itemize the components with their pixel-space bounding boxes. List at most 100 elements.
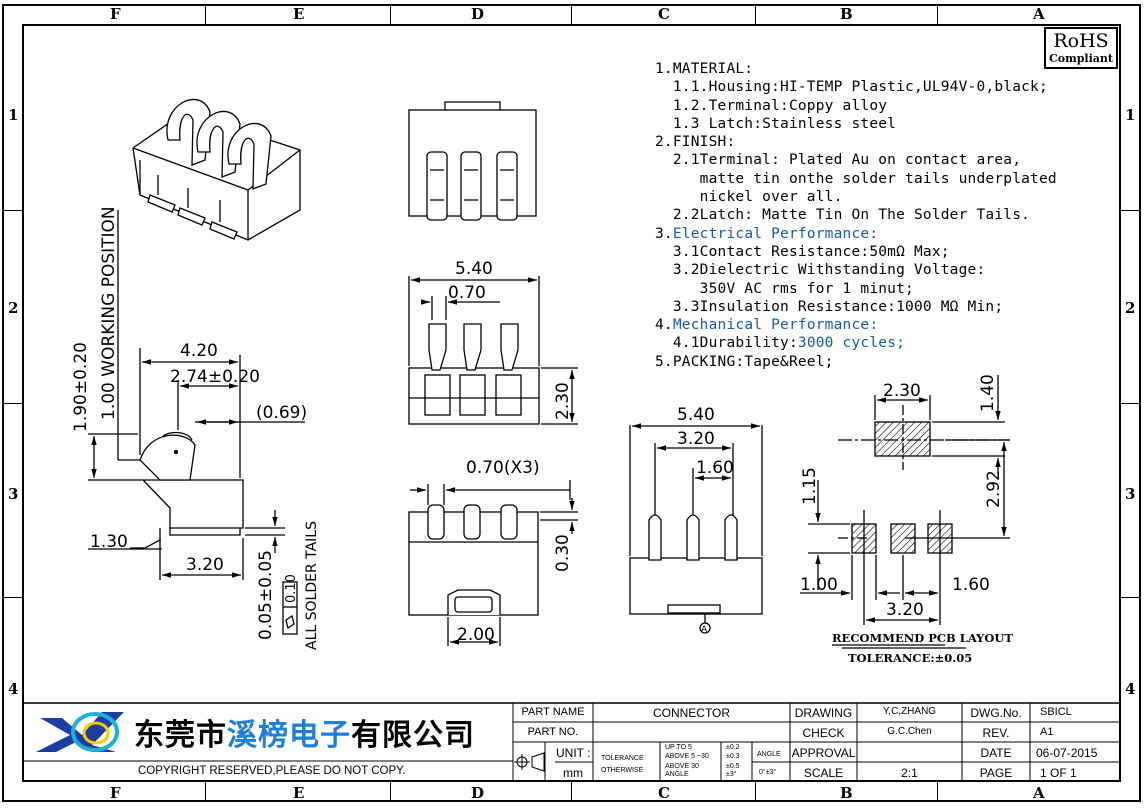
part-no-label: PART NO. [527, 726, 579, 738]
rohs-badge: RoHS Compliant [1044, 27, 1118, 69]
zone-tick [2, 210, 22, 211]
dim-front-160: 1.60 [696, 458, 734, 478]
zone-left-2: 2 [8, 299, 19, 317]
zone-bottom-c: C [658, 784, 670, 802]
zone-right-1: 1 [1125, 106, 1136, 124]
tol-row-value: ±0.2 [726, 744, 740, 751]
dim-side-420: 4.20 [180, 341, 218, 361]
zone-top-a: A [1033, 5, 1045, 23]
note-line: 3.3Insulation Resistance:1000 MΩ Min; [655, 298, 1004, 315]
part-name-label: PART NAME [521, 706, 585, 718]
note-line: 3.Electrical Performance: [655, 225, 1057, 243]
note-num: 3. [655, 225, 673, 242]
note-line: 1.1.Housing:HI-TEMP Plastic,UL94V-0,blac… [655, 79, 1048, 96]
note-line: 2.1Terminal: Plated Au on contact area, [655, 152, 1022, 169]
company-name: 东莞市溪榜电子有限公司 [134, 710, 475, 754]
dim-side-069: (0.69) [256, 403, 307, 423]
dim-pcb-100: 1.00 [800, 575, 838, 595]
note-line: 2.FINISH: [655, 134, 736, 151]
rohs-subtitle: Compliant [1049, 52, 1113, 65]
dim-mid-540: 5.40 [455, 259, 493, 279]
rohs-title: RoHS [1053, 30, 1109, 52]
company-logo [36, 712, 124, 752]
note-line: 4.Mechanical Performance: [655, 316, 1057, 334]
zone-right-2: 2 [1125, 299, 1136, 317]
date-label: DATE [980, 746, 1012, 760]
end-view [408, 480, 578, 646]
zone-top-e: E [293, 5, 305, 23]
tol-row-value: ±3° [726, 771, 737, 778]
zone-tick [2, 403, 22, 404]
zone-left-3: 3 [8, 485, 19, 503]
dim-pcb-160: 1.60 [952, 575, 990, 595]
dim-pcb-320: 3.20 [886, 600, 924, 620]
note-value: 3000 cycles; [797, 335, 906, 352]
dim-bot-030: 0.30 [553, 534, 573, 572]
tol-row-label: ANGLE [665, 771, 689, 778]
zone-tick [937, 4, 938, 24]
note-text: 4.1Durability: [655, 335, 798, 352]
dim-side-010: 0.10 [284, 574, 299, 603]
dim-side-working: 1.00 WORKING POSITION [99, 206, 119, 420]
date-value: 06-07-2015 [1036, 746, 1098, 760]
dim-front-320: 3.20 [677, 429, 715, 449]
dim-pcb-292: 2.92 [984, 470, 1004, 508]
zone-tick [1121, 597, 1141, 598]
zone-right-4: 4 [1125, 680, 1136, 698]
tol-row-label: UP TO 5 [665, 744, 692, 751]
zone-tick [755, 4, 756, 24]
dwg-no-label: DWG.No. [970, 706, 1022, 720]
dim-side-005: 0.05±0.05 [256, 550, 276, 640]
part-name-value: CONNECTOR [652, 706, 731, 720]
tol-row-label: ABOVE 5 ~30 [665, 753, 709, 760]
note-heading: Electrical Performance: [672, 225, 879, 242]
company-name-part: 东莞市 [134, 718, 227, 753]
dim-bot-200: 2.00 [457, 625, 495, 645]
note-line: 5.PACKING:Tape&Reel; [655, 353, 834, 370]
zone-tick [390, 4, 391, 24]
dim-pcb-230: 2.30 [883, 381, 921, 401]
dim-mid-230: 2.30 [553, 382, 573, 420]
zone-tick [2, 597, 22, 598]
dim-side-274: 2.74±0.20 [170, 367, 260, 387]
check-label: CHECK [802, 726, 845, 740]
note-line: nickel over all. [655, 189, 843, 206]
angle-label: ANGLE [757, 751, 781, 758]
note-line: 3.2Dielectric Withstanding Voltage: [655, 262, 986, 279]
zone-top-d: D [471, 5, 485, 23]
copyright-notice: COPYRIGHT RESERVED,PLEASE DO NOT COPY. [138, 765, 406, 777]
front-view [629, 423, 763, 634]
zone-tick [205, 782, 206, 802]
zone-top-c: C [658, 5, 670, 23]
zone-tick [755, 782, 756, 802]
side-view [88, 210, 305, 635]
note-line: matte tin onthe solder tails underplated [655, 170, 1057, 187]
dim-side-tails: ALL SOLDER TAILS [304, 521, 320, 650]
zone-tick [571, 4, 572, 24]
zone-bottom-d: D [471, 784, 485, 802]
zone-bottom-e: E [293, 784, 305, 802]
note-line: 1.2.Terminal:Coppy alloy [655, 97, 888, 114]
page-label: PAGE [979, 766, 1013, 780]
dim-pcb-115: 1.15 [800, 467, 820, 505]
tolerance-otherwise: OTHERWISE [601, 767, 644, 774]
zone-top-f: F [110, 5, 121, 23]
zone-tick [390, 782, 391, 802]
dim-side-320: 3.20 [186, 555, 224, 575]
inner-border [22, 24, 1121, 782]
dim-front-540: 5.40 [677, 405, 715, 425]
note-line: 3.1Contact Resistance:50mΩ Max; [655, 243, 950, 260]
dwg-no-value: SBICL [1040, 706, 1072, 718]
tol-row-value: ±0.5 [726, 763, 740, 770]
tol-row-label: ABOVE 30 [665, 763, 699, 770]
title-block-grid [24, 702, 1119, 781]
unit-label: UNIT : [556, 746, 591, 760]
top-view [408, 101, 537, 221]
note-line: 2.2Latch: Matte Tin On The Solder Tails. [655, 207, 1031, 224]
drawing-value: Y,C,ZHANG [882, 706, 937, 717]
dim-bot-070x3: 0.70(X3) [466, 458, 540, 478]
unit-value: mm [563, 766, 583, 780]
zone-right-3: 3 [1125, 485, 1136, 503]
zone-tick [1121, 403, 1141, 404]
